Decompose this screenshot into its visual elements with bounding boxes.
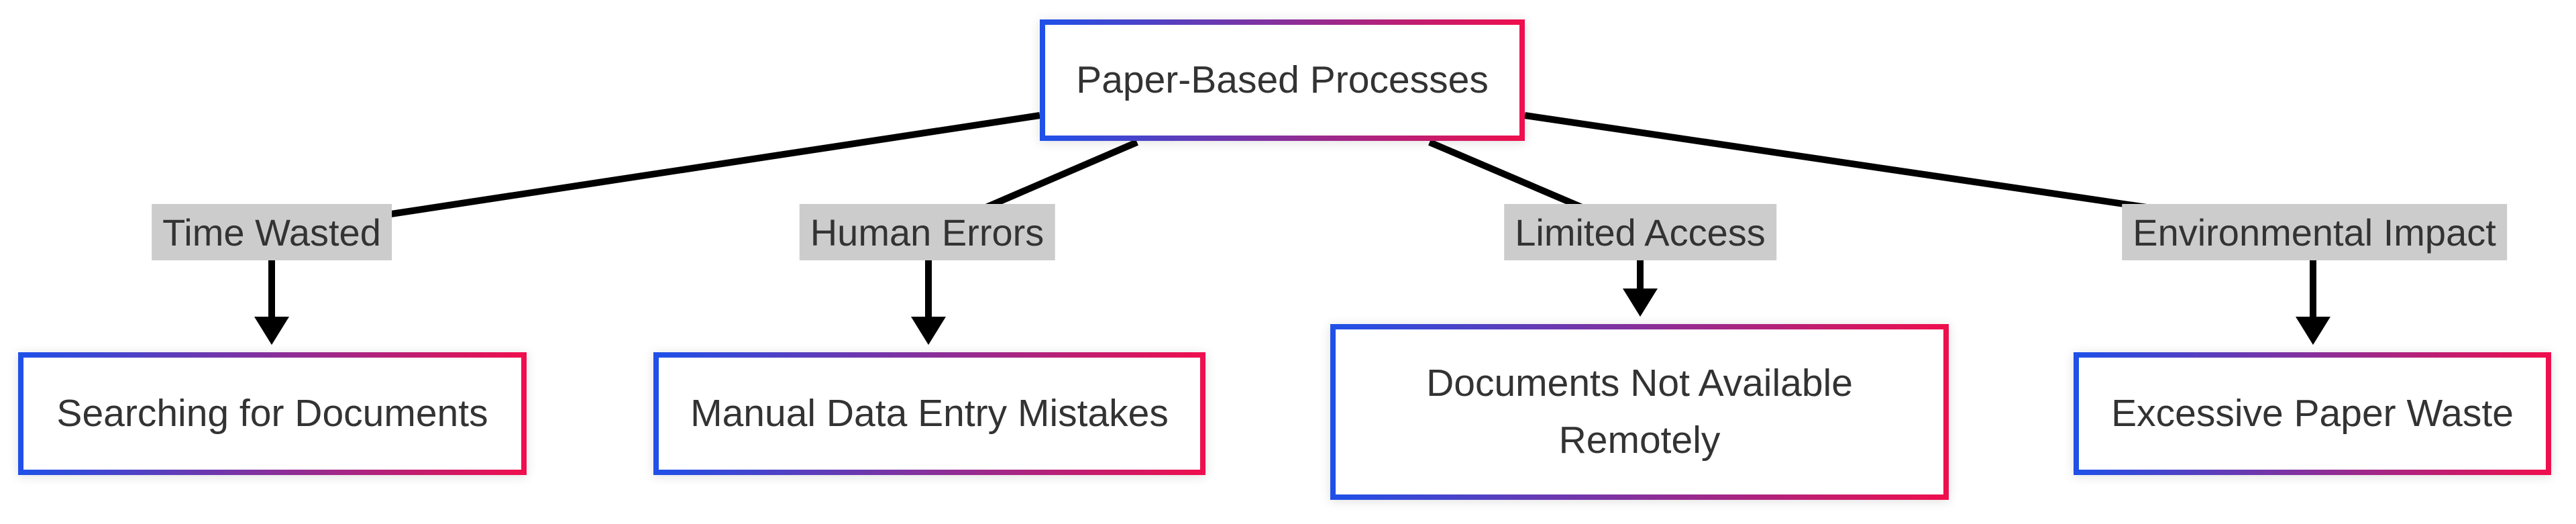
arrowhead-down-icon: [254, 317, 289, 345]
edge-label-text: Human Errors: [810, 211, 1044, 254]
edge-label-environmental-impact: Environmental Impact: [2122, 204, 2507, 260]
node-label: Searching for Documents: [56, 391, 488, 435]
edge-label-text: Time Wasted: [162, 211, 381, 254]
arrowhead-down-icon: [1623, 289, 1658, 317]
node-label: Paper-Based Processes: [1076, 58, 1489, 101]
edge-label-text: Limited Access: [1515, 211, 1766, 254]
node-label: Manual Data Entry Mistakes: [690, 391, 1169, 435]
node-manual-data-entry-mistakes: Manual Data Entry Mistakes: [653, 352, 1205, 475]
node-searching-for-documents: Searching for Documents: [18, 352, 527, 475]
node-documents-not-available-remotely: Documents Not Available Remotely: [1330, 324, 1949, 500]
edge-line-root-to-time-wasted: [271, 112, 1040, 235]
arrowhead-down-icon: [2296, 317, 2330, 345]
node-excessive-paper-waste: Excessive Paper Waste: [2074, 352, 2551, 475]
edge-label-time-wasted: Time Wasted: [152, 204, 392, 260]
node-paper-based-processes: Paper-Based Processes: [1040, 19, 1525, 141]
edge-label-limited-access: Limited Access: [1504, 204, 1776, 260]
node-label: Excessive Paper Waste: [2111, 391, 2514, 435]
edge-label-text: Environmental Impact: [2133, 211, 2496, 254]
node-label: Documents Not Available Remotely: [1426, 361, 1853, 462]
edge-label-human-errors: Human Errors: [799, 204, 1055, 260]
arrowhead-down-icon: [911, 317, 946, 345]
